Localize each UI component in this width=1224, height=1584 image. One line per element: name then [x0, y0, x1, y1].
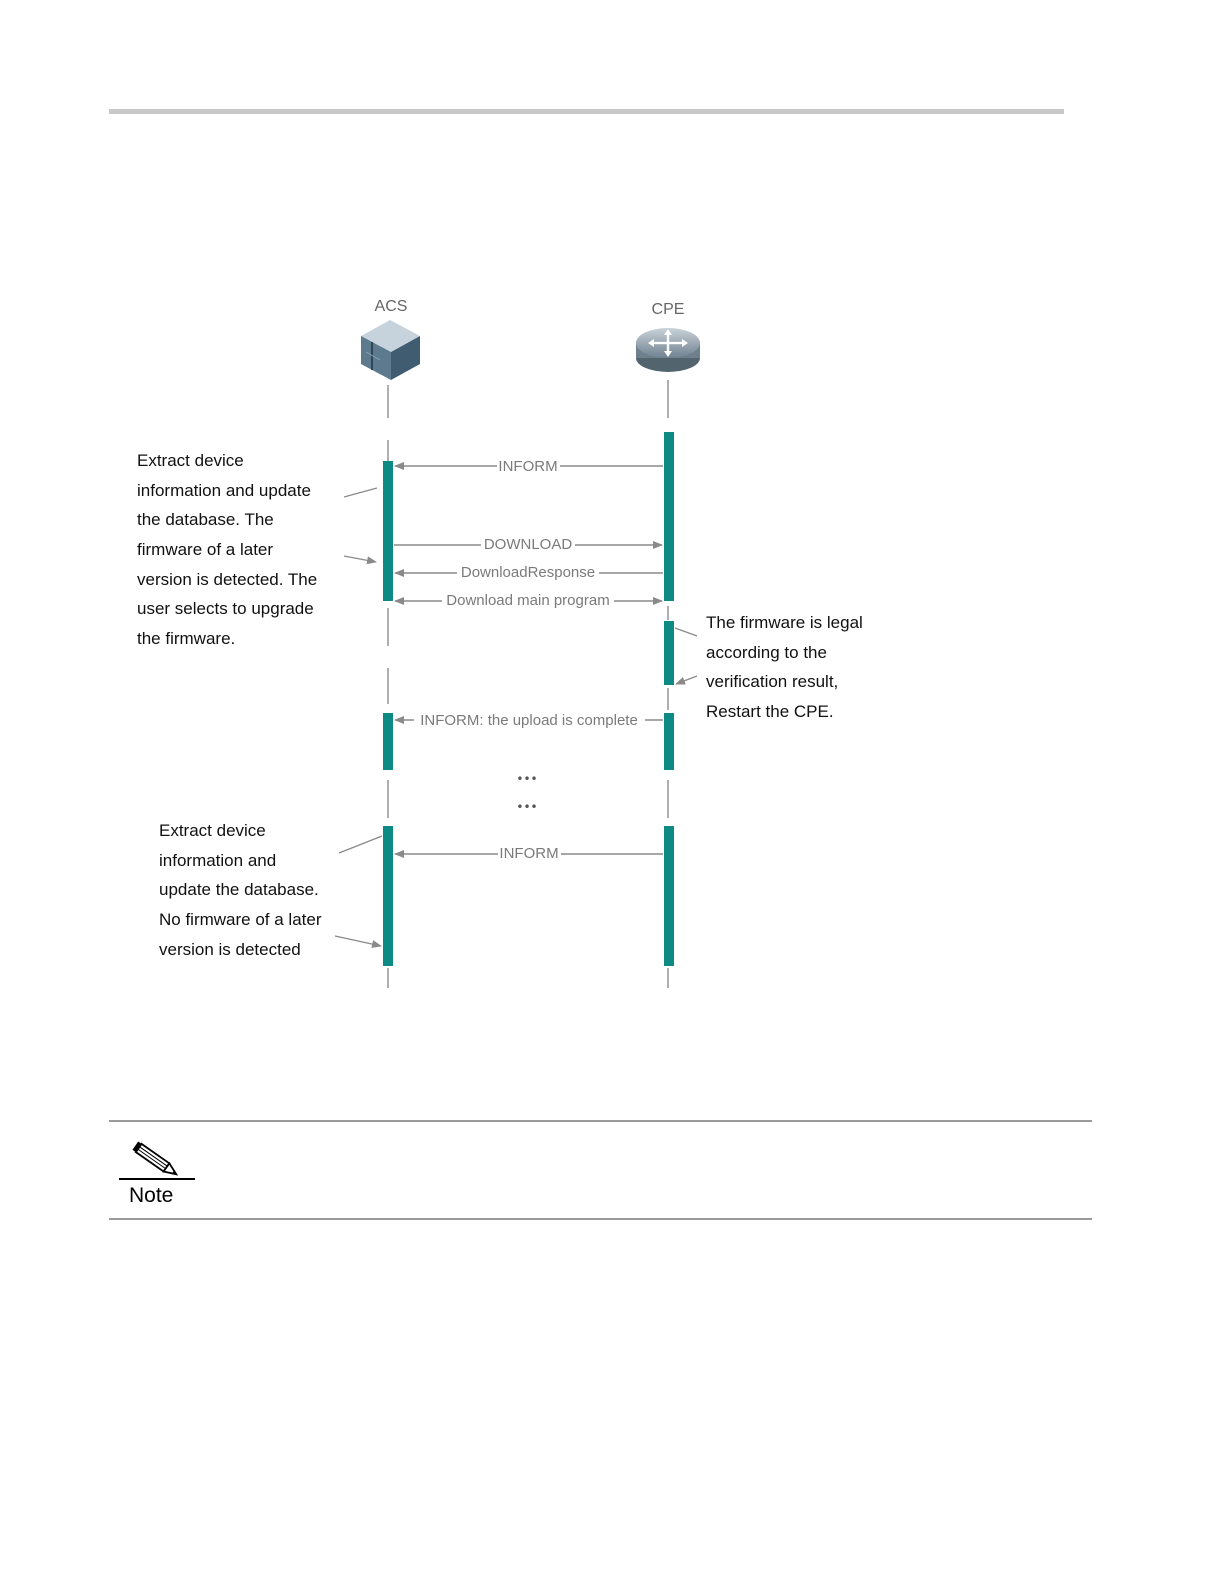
connector-line	[338, 835, 383, 854]
ellipsis-2: •••	[516, 800, 537, 814]
annotation-right: The firmware is legal according to the v…	[706, 613, 863, 721]
acs-activation-1	[383, 461, 393, 601]
message-label-inform-upload: INFORM: the upload is complete	[420, 712, 638, 729]
ellipsis-1: •••	[516, 772, 537, 786]
router-icon	[636, 328, 700, 372]
acs-activation-3	[383, 826, 393, 966]
connector-arrow	[675, 675, 698, 685]
message-label-download-main: Download main program	[446, 592, 609, 609]
note-bottom-rule	[109, 1218, 1092, 1220]
connector-line	[343, 487, 378, 498]
cpe-activation-3	[664, 713, 674, 770]
svg-text:version is detected. The: version is detected. The	[137, 570, 317, 589]
svg-text:information and update: information and update	[137, 481, 311, 500]
svg-text:according to the: according to the	[706, 643, 827, 662]
svg-text:Extract device: Extract device	[159, 821, 266, 840]
note-label: Note	[129, 1184, 174, 1207]
cpe-activation-4	[664, 826, 674, 966]
svg-text:the firmware.: the firmware.	[137, 629, 235, 648]
message-label-inform-1: INFORM	[498, 458, 557, 475]
message-label-inform-2: INFORM	[499, 845, 558, 862]
pencil-icon	[119, 1141, 195, 1180]
cpe-label: CPE	[652, 301, 685, 318]
svg-text:version is detected: version is detected	[159, 940, 301, 959]
acs-activation-2	[383, 713, 393, 770]
message-label-download-response: DownloadResponse	[461, 564, 595, 581]
connector-arrow	[334, 935, 382, 948]
acs-label: ACS	[375, 298, 408, 315]
annotation-left-2: Extract device information and update th…	[159, 821, 322, 959]
cpe-activation-2	[664, 621, 674, 685]
note-top-rule	[109, 1120, 1092, 1122]
svg-text:Extract device: Extract device	[137, 451, 244, 470]
cpe-activation-1	[664, 432, 674, 601]
svg-text:information and: information and	[159, 851, 276, 870]
connector-arrow	[343, 555, 377, 565]
svg-text:user selects to upgrade: user selects to upgrade	[137, 599, 314, 618]
note-block: Note	[109, 1120, 1092, 1220]
connector-line	[674, 627, 698, 637]
svg-text:firmware of a later: firmware of a later	[137, 540, 273, 559]
svg-text:No firmware of a later: No firmware of a later	[159, 910, 322, 929]
svg-text:update the database.: update the database.	[159, 880, 319, 899]
server-icon	[361, 320, 420, 380]
sequence-diagram: ACS CPE	[137, 298, 863, 988]
message-label-download: DOWNLOAD	[484, 536, 573, 553]
header-rule	[109, 109, 1064, 114]
annotation-left-1: Extract device information and update th…	[137, 451, 317, 648]
svg-text:The firmware is legal: The firmware is legal	[706, 613, 863, 632]
svg-text:Restart the CPE.: Restart the CPE.	[706, 702, 834, 721]
svg-text:verification result,: verification result,	[706, 672, 838, 691]
svg-text:the database. The: the database. The	[137, 510, 274, 529]
